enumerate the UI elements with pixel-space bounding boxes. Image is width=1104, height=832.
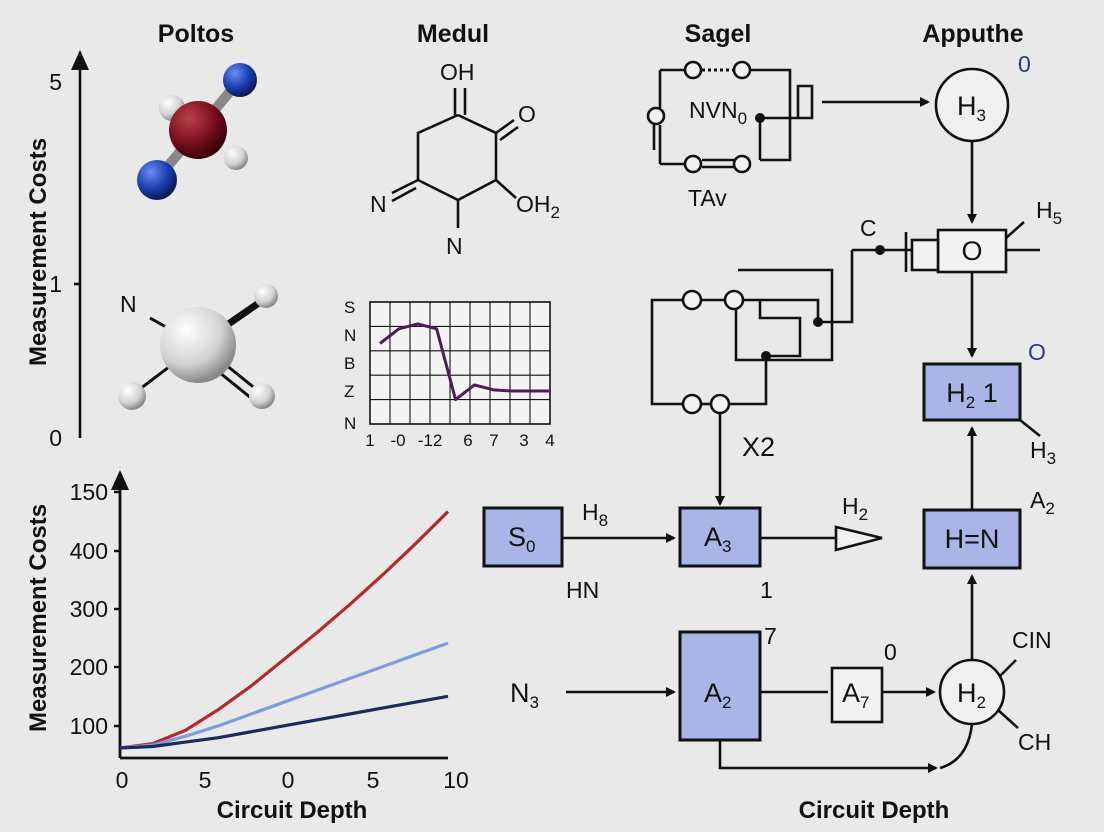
white-atom [254, 284, 278, 308]
y-axis-arrowhead [111, 470, 129, 490]
triangle-node [834, 525, 883, 552]
medul-oh-label: OH [440, 59, 475, 85]
x-tick-label: 10 [443, 767, 469, 793]
mini-y-tick-label: N [344, 414, 356, 433]
x-tick-label: 0 [116, 767, 129, 793]
a2-box-label: A2 [704, 678, 731, 712]
sagel-block: NVN0 TAv [646, 60, 930, 211]
left-axis-tick-0: 0 [49, 425, 62, 451]
central-atom [160, 307, 236, 383]
n3-label: N3 [510, 678, 539, 712]
header-apputhe: Apputhe [922, 20, 1023, 48]
a2-label-right: A2 [1030, 487, 1055, 518]
hn-label: HN [566, 577, 599, 603]
white-atom [249, 383, 275, 409]
h5-label: H5 [1036, 197, 1062, 228]
mini-chart-frame [369, 301, 551, 425]
h3-circle-node [934, 67, 1010, 143]
molecule-n-label: N [120, 291, 137, 317]
header-sagel: Sagel [685, 20, 752, 48]
mini-y-tick-label: B [344, 354, 355, 373]
mini-x-tick-label: 4 [545, 431, 554, 450]
series-line-3 [119, 694, 449, 750]
left-axis-tick-5: 5 [49, 69, 62, 95]
x-axis-label: Circuit Depth [217, 797, 368, 824]
series-line-2 [119, 641, 449, 750]
x-tick-label: 0 [282, 767, 295, 793]
h3-circle-label: H3 [957, 91, 986, 125]
h2-triangle-label: H2 [842, 493, 868, 524]
y-tick-label: 150 [70, 479, 108, 505]
zero-label: 0 [884, 639, 897, 665]
mini-x-tick-label: -12 [418, 431, 443, 450]
sagel-tav-label: TAv [688, 185, 727, 211]
mini-x-tick-label: 6 [463, 431, 472, 450]
mini-x-tick-label: 7 [489, 431, 498, 450]
x-tick-label: 5 [199, 767, 212, 793]
medul-n2-label: N [446, 233, 463, 259]
s0-box-label: S0 [508, 522, 535, 556]
left-axis-label: Measurement Costs [25, 138, 52, 366]
y-axis-label: Measurement Costs [25, 504, 52, 732]
mini-y-tick-label: N [344, 326, 356, 345]
y-tick-label: 200 [70, 654, 108, 680]
molecule-red-blue [137, 63, 257, 200]
h21-box-node [922, 362, 1022, 422]
seven-label: 7 [764, 623, 777, 649]
bottom-axis-label: Circuit Depth [799, 797, 950, 824]
h3-label: H3 [1030, 437, 1056, 468]
mini-x-tick-label: 1 [365, 431, 374, 450]
medul-oh2-label: OH2 [516, 191, 560, 222]
blue-atom [137, 160, 177, 200]
blue-atom [223, 63, 257, 97]
mini-y-tick-label: S [344, 298, 355, 317]
o-box-label: O [961, 236, 982, 266]
a3-box-node [678, 506, 762, 568]
c-label: C [860, 215, 877, 241]
y-tick-label: 400 [70, 538, 108, 564]
white-atom [224, 146, 248, 170]
left-axis-arrowhead [71, 50, 89, 70]
y-tick-label: 300 [70, 596, 108, 622]
one-label: 1 [760, 577, 773, 603]
left-axis-tick-1: 1 [49, 271, 62, 297]
top-o-superscript: 0 [1018, 51, 1031, 77]
cin-label: CIN [1012, 627, 1052, 653]
h21-box-label: H2 1 [946, 378, 998, 412]
h2-circle-label: H2 [957, 678, 986, 712]
o-label-right: O [1028, 339, 1046, 365]
mini-y-tick-label: Z [344, 382, 354, 401]
white-atom [118, 382, 146, 410]
o-box-side [910, 238, 940, 272]
sagel-nvn-label: NVN0 [689, 97, 747, 128]
medul-o-label: O [518, 101, 536, 127]
header-poltos: Poltos [158, 20, 234, 48]
h8-label: H8 [582, 499, 608, 530]
o-box-node [936, 228, 1008, 274]
header-medul: Medul [417, 20, 489, 48]
y-tick-label: 100 [70, 713, 108, 739]
arrow-a2-bottom-loop [718, 740, 938, 773]
a7-box-label: A7 [842, 678, 869, 712]
ch-label: CH [1018, 729, 1051, 755]
mini-series-line [379, 322, 550, 402]
molecule-white: N [118, 284, 278, 410]
hn-box-label: H=N [945, 524, 1000, 554]
hn-box-node [922, 508, 1022, 570]
left-axis: 5 1 0 Measurement Costs [25, 50, 89, 451]
medul-n1-label: N [370, 191, 387, 217]
right-flow: H3 0 O H5 C H2 1 O H3 X2 [482, 51, 1062, 824]
a3-box-label: A3 [704, 522, 731, 556]
red-atom [169, 101, 227, 159]
mini-x-tick-label: -0 [390, 431, 405, 450]
x2-label: X2 [742, 432, 775, 462]
a7-box-node [830, 666, 884, 724]
mini-x-tick-label: 3 [519, 431, 528, 450]
x-tick-label: 5 [367, 767, 380, 793]
medul-structure: OH O N OH2 N [370, 59, 560, 259]
series-line-1 [119, 510, 450, 750]
